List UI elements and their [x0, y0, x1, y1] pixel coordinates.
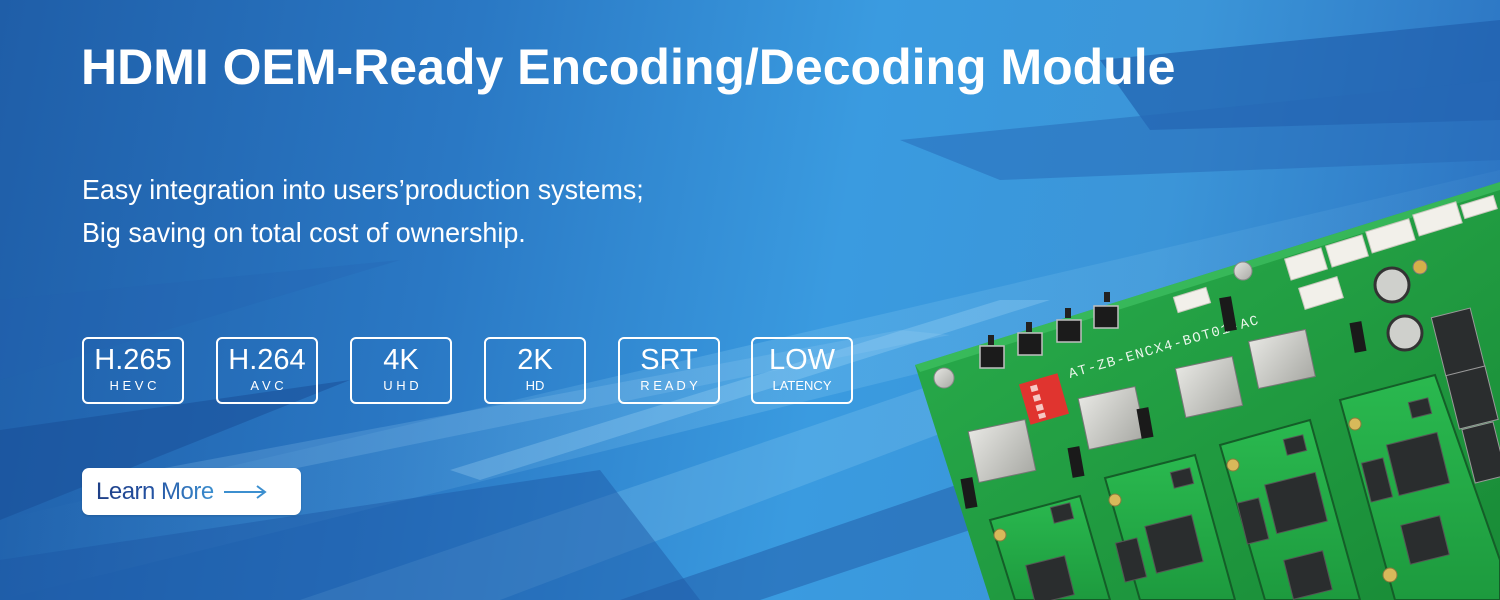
badge-sub: A V C	[250, 378, 284, 393]
badge-sub: HD	[525, 378, 545, 393]
badge-4k: 4K U H D	[350, 337, 452, 404]
learn-more-button[interactable]: Learn More	[82, 468, 301, 515]
badge-low-latency: LOW LATENCY	[751, 337, 853, 404]
badge-sub: H E V C	[109, 378, 157, 393]
badge-sub: R E A D Y	[640, 378, 698, 393]
arrow-right-icon	[223, 484, 267, 499]
badge-main: 2K	[517, 344, 553, 376]
subtitle: Easy integration into users’production s…	[82, 168, 667, 254]
badge-h265: H.265 H E V C	[82, 337, 184, 404]
badge-main: SRT	[640, 344, 698, 376]
badge-main: H.264	[228, 344, 306, 376]
learn-more-label: Learn More	[96, 477, 214, 505]
badge-2k: 2K HD	[484, 337, 586, 404]
badge-main: LOW	[768, 344, 836, 376]
badge-sub: LATENCY	[772, 378, 832, 393]
badge-main: H.265	[94, 344, 172, 376]
badge-h264: H.264 A V C	[216, 337, 318, 404]
subtitle-line-2: Big saving on total cost of ownership.	[82, 217, 526, 248]
badge-main: 4K	[383, 344, 419, 376]
badge-sub: U H D	[383, 378, 419, 393]
subtitle-line-1: Easy integration into users’production s…	[82, 174, 644, 205]
badge-srt: SRT R E A D Y	[618, 337, 720, 404]
page-title: HDMI OEM-Ready Encoding/Decoding Module	[81, 39, 1176, 95]
